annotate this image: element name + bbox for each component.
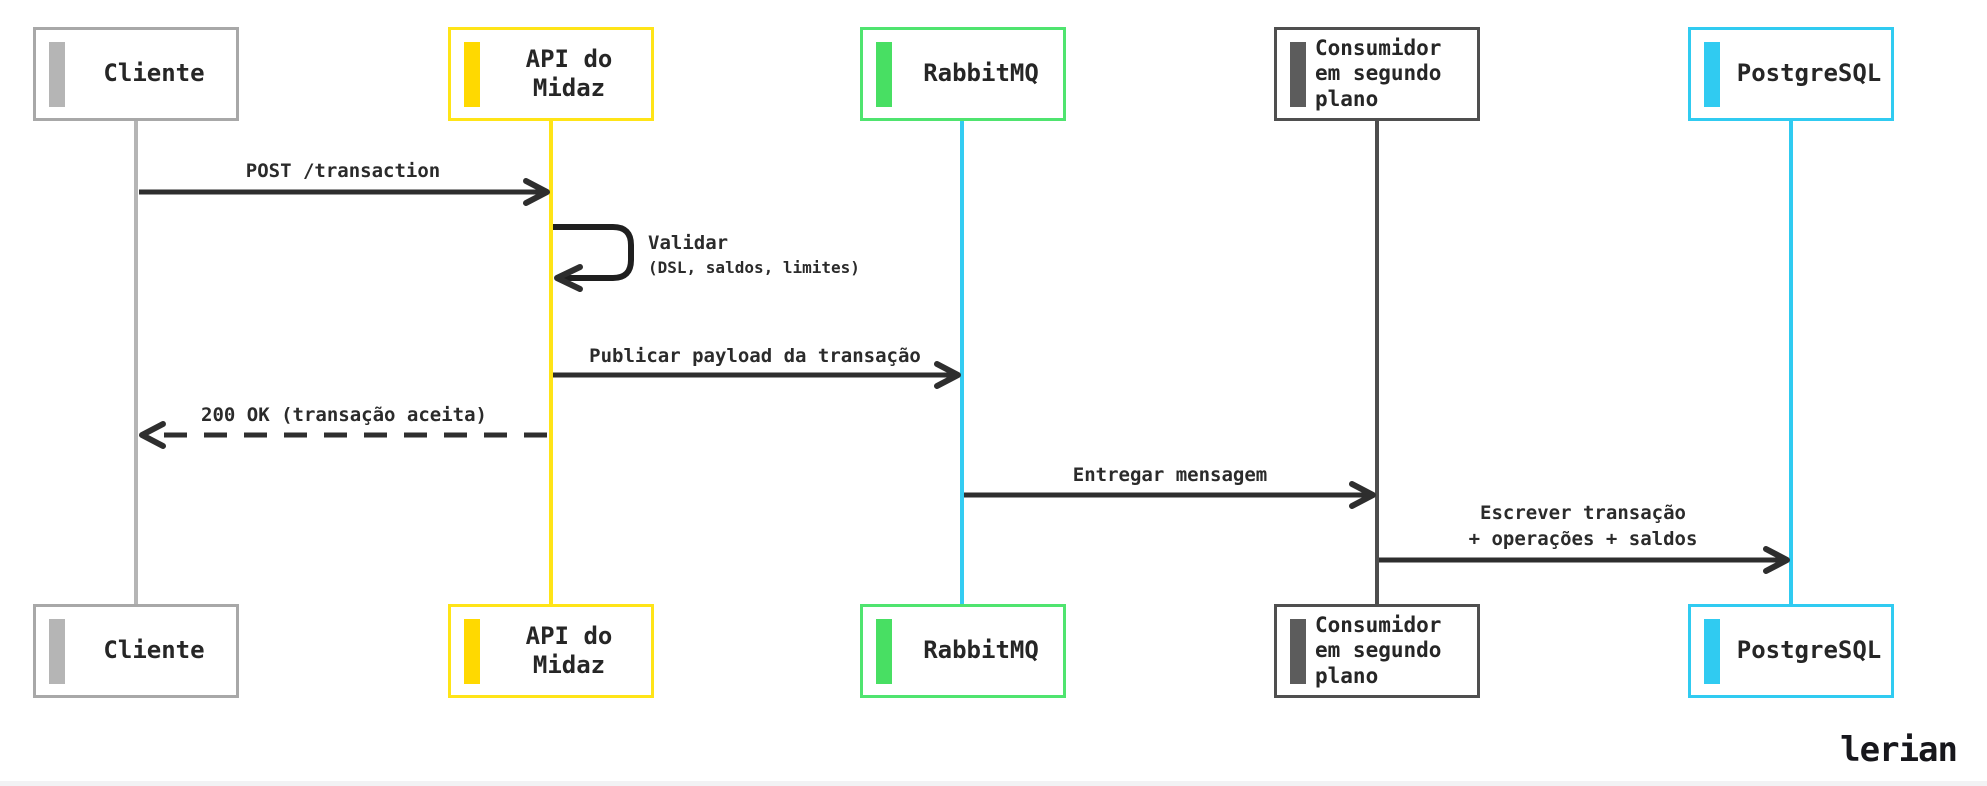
message-label-line-1: Escrever transação	[1480, 502, 1686, 524]
message-label-entregar-mensagem: Entregar mensagem	[1072, 464, 1268, 486]
bottom-strip	[0, 781, 1987, 786]
message-label-200-ok: 200 OK (transação aceita)	[201, 404, 487, 426]
participant-label: PostgreSQL	[1736, 636, 1882, 665]
participant-label: PostgreSQL	[1736, 59, 1882, 88]
participant-label: API do Midaz	[525, 44, 613, 102]
participant-label: RabbitMQ	[923, 636, 1039, 665]
participant-color-bar	[464, 619, 480, 684]
message-sublabel-validar: (DSL, saldos, limites)	[648, 258, 860, 277]
lifeline-cliente	[134, 120, 138, 605]
message-arrow-publicar-payload	[553, 361, 961, 389]
participant-color-bar	[49, 42, 65, 107]
participant-box-consumidor-top: Consumidor em segundo plano	[1274, 27, 1480, 121]
lifeline-postgresql	[1789, 120, 1793, 605]
participant-color-bar	[1290, 619, 1306, 684]
self-loop-arrow-validar	[553, 224, 634, 292]
participant-color-bar	[876, 42, 892, 107]
participant-box-consumidor-bottom: Consumidor em segundo plano	[1274, 604, 1480, 698]
message-label-line-2: + operações + saldos	[1468, 528, 1698, 550]
participant-label: Consumidor em segundo plano	[1315, 612, 1442, 688]
lifeline-consumidor	[1375, 120, 1379, 605]
participant-box-api-top: API do Midaz	[448, 27, 654, 121]
participant-label: RabbitMQ	[923, 59, 1039, 88]
message-arrow-escrever-transacao	[1379, 546, 1790, 574]
participant-color-bar	[49, 619, 65, 684]
participant-label: API do Midaz	[525, 621, 613, 679]
message-label-publicar-payload: Publicar payload da transação	[589, 345, 921, 367]
lifeline-api	[549, 120, 553, 605]
message-arrow-200-ok	[139, 421, 547, 449]
message-label-post-transaction: POST /transaction	[245, 160, 441, 182]
participant-box-rabbitmq-bottom: RabbitMQ	[860, 604, 1066, 698]
lerian-logo: lerian	[1840, 730, 1958, 770]
participant-box-cliente-bottom: Cliente	[33, 604, 239, 698]
participant-color-bar	[1704, 619, 1720, 684]
participant-box-api-bottom: API do Midaz	[448, 604, 654, 698]
participant-box-rabbitmq-top: RabbitMQ	[860, 27, 1066, 121]
message-label-escrever-transacao: Escrever transação + operações + saldos	[1469, 500, 1698, 552]
participant-box-postgresql-top: PostgreSQL	[1688, 27, 1894, 121]
participant-color-bar	[1704, 42, 1720, 107]
participant-color-bar	[464, 42, 480, 107]
participant-label: Cliente	[103, 59, 205, 88]
participant-label: Consumidor em segundo plano	[1315, 35, 1442, 111]
participant-box-postgresql-bottom: PostgreSQL	[1688, 604, 1894, 698]
participant-color-bar	[876, 619, 892, 684]
message-label-validar: Validar	[648, 232, 729, 254]
lifeline-rabbitmq	[960, 120, 964, 605]
participant-box-cliente-top: Cliente	[33, 27, 239, 121]
participant-label: Cliente	[103, 636, 205, 665]
participant-color-bar	[1290, 42, 1306, 107]
message-arrow-entregar-mensagem	[964, 481, 1376, 509]
message-arrow-post-transaction	[139, 178, 550, 206]
